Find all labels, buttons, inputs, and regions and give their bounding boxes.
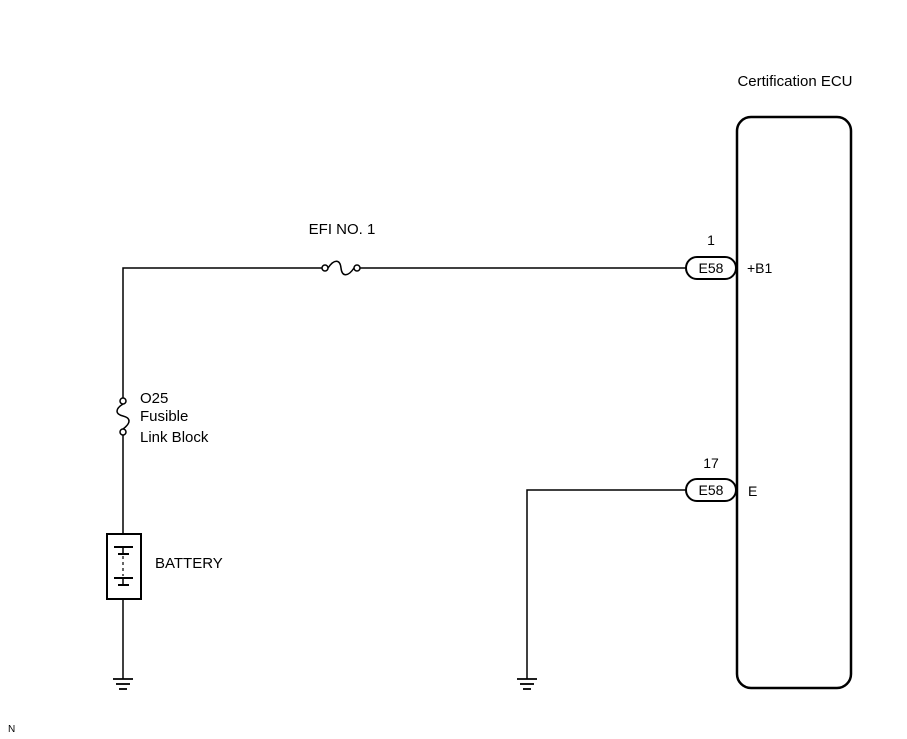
connector-e58-e-label: E58 [699,482,724,498]
efi-fuse-icon [321,260,361,276]
ecu-box [735,115,853,690]
pin-17-label: 17 [703,455,719,471]
connector-e58-e [685,478,737,502]
fusible-link-icon [116,397,130,436]
corner-mark: N [8,724,15,735]
ground-icon-battery [113,678,133,690]
wire-e [526,489,686,679]
terminal-e-label: E [748,483,757,499]
ecu-title: Certification ECU [737,73,852,90]
connector-e58-b1-label: E58 [699,260,724,276]
battery-label: BATTERY [155,555,223,572]
fuse-label: EFI NO. 1 [309,221,376,238]
fusible-link-line1: O25 [140,390,168,407]
wire-b1 [122,267,322,398]
pin-1-label: 1 [707,232,715,248]
fusible-link-line3: Link Block [140,429,209,446]
connector-e58-b1 [685,256,737,280]
fusible-link-line2: Fusible [140,408,188,425]
battery-icon [106,533,142,600]
ground-icon-ecu [517,678,537,690]
terminal-b1-label: +B1 [747,260,773,276]
